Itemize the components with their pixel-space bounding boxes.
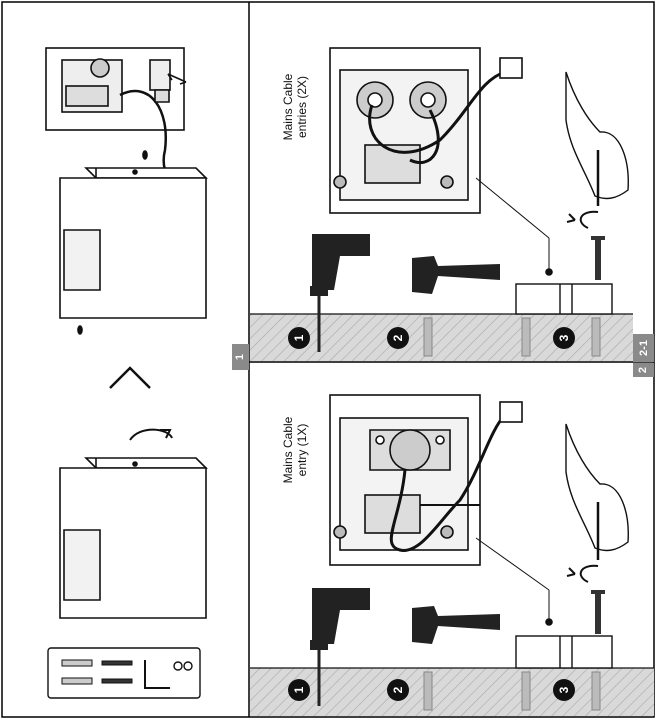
mounted-box-side-view [515, 283, 613, 315]
allen-key-icon [144, 660, 170, 689]
step-badge [288, 327, 310, 349]
step-badge [553, 327, 575, 349]
step-badges-top: 1 2 3 [288, 327, 575, 349]
step-badge [387, 679, 409, 701]
screw-icon [591, 590, 605, 634]
cube-light-open-illustration [59, 150, 208, 335]
section-tab-2-1: 2-1 [633, 334, 654, 362]
step-badge [387, 327, 409, 349]
step-number: 1 [292, 334, 306, 341]
step-badge [288, 679, 310, 701]
step-badges-bottom: 1 2 3 [288, 679, 575, 701]
step-badge [553, 679, 575, 701]
drill-icon [310, 588, 370, 706]
label-line: entry (1X) [295, 423, 309, 477]
hammer-icon [412, 606, 500, 644]
screw-icon [591, 236, 605, 280]
mains-cable-label-bottom: Mains Cable entry (1X) [281, 390, 309, 510]
chevron-up-icon [109, 366, 151, 389]
wall-plug-icon [423, 671, 601, 711]
section-tab-2: 2 [633, 363, 654, 377]
step-number: 2 [391, 686, 405, 693]
mounted-box-side-view [515, 635, 613, 669]
step-number: 3 [557, 686, 571, 693]
mounting-box-1x-entry-illustration [329, 394, 553, 626]
label-line: Mains Cable [281, 73, 295, 141]
rotate-arrow-icon [566, 210, 599, 229]
drill-icon [310, 234, 370, 352]
screwdriver-hand-icon [565, 423, 629, 560]
label-line: Mains Cable [281, 416, 295, 484]
label-line: entries (2X) [295, 75, 309, 139]
wall-plug-icon [61, 659, 93, 685]
step-number: 3 [557, 334, 571, 341]
wall-plug-icon [423, 317, 601, 357]
hammer-icon [412, 256, 500, 294]
mounting-box-top-illustration [45, 47, 187, 191]
tab-text: 2-1 [637, 340, 650, 356]
cube-light-closed-illustration [59, 428, 208, 619]
section-tab-1: 1 [232, 344, 249, 370]
rotate-arrow-icon [566, 564, 599, 583]
mounting-box-2x-entry-illustration [329, 47, 553, 276]
screw-icon [101, 660, 133, 684]
step-number: 2 [391, 334, 405, 341]
mains-cable-label-top: Mains Cable entries (2X) [281, 47, 309, 167]
tab-text: 1 [234, 353, 247, 361]
tab-text: 2 [637, 366, 650, 374]
step-number: 1 [292, 686, 306, 693]
parts-box [47, 647, 201, 699]
screwdriver-hand-icon [565, 71, 629, 206]
